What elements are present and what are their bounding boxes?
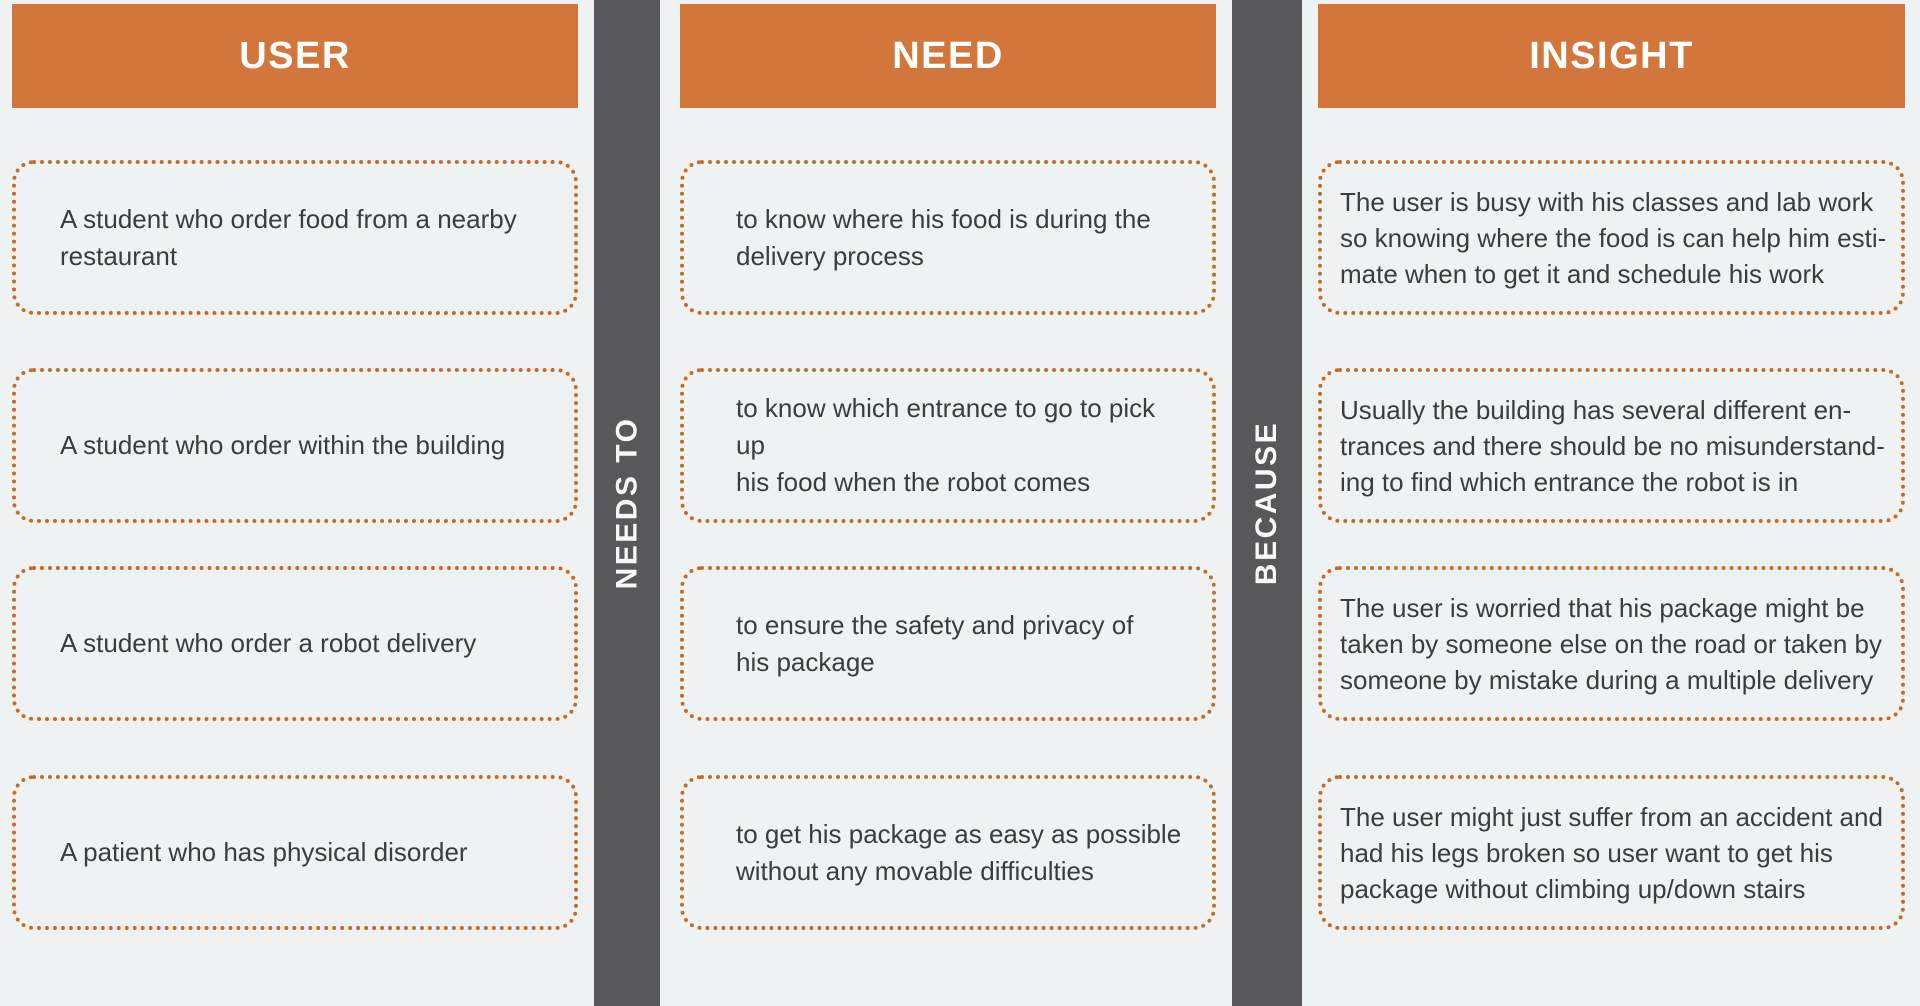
need-card-2: to know which entrance to go to pick up …	[680, 368, 1216, 523]
column-header-user: USER	[12, 4, 578, 108]
user-card-1-text: A student who order food from a nearby r…	[60, 203, 517, 271]
user-card-1: A student who order food from a nearby r…	[12, 160, 578, 315]
connector-because-label: BECAUSE	[1250, 420, 1284, 586]
need-card-4-text: to get his package as easy as possible w…	[736, 818, 1182, 886]
user-card-2-text: A student who order within the building	[60, 430, 506, 460]
column-header-insight: INSIGHT	[1318, 4, 1905, 108]
insight-card-4-text: The user might just suffer from an accid…	[1340, 801, 1883, 904]
user-card-2: A student who order within the building	[12, 368, 578, 523]
insight-card-2-text: Usually the building has several differe…	[1340, 394, 1885, 497]
column-header-need: NEED	[680, 4, 1216, 108]
need-card-3-text: to ensure the safety and privacy of his …	[736, 609, 1134, 677]
connector-needs-to: NEEDS TO	[594, 0, 660, 1006]
insight-card-2: Usually the building has several differe…	[1318, 368, 1905, 523]
insight-card-1: The user is busy with his classes and la…	[1318, 160, 1905, 315]
column-header-user-label: USER	[239, 34, 351, 77]
insight-card-4: The user might just suffer from an accid…	[1318, 775, 1905, 930]
user-card-3: A student who order a robot delivery	[12, 566, 578, 721]
insight-card-3: The user is worried that his package mig…	[1318, 566, 1905, 721]
column-need: NEED to know where his food is during th…	[680, 0, 1216, 1006]
need-card-2-text: to know which entrance to go to pick up …	[736, 393, 1156, 497]
user-card-4-text: A patient who has physical disorder	[60, 837, 468, 867]
need-card-4: to get his package as easy as possible w…	[680, 775, 1216, 930]
need-card-3: to ensure the safety and privacy of his …	[680, 566, 1216, 721]
column-header-insight-label: INSIGHT	[1529, 34, 1694, 77]
insight-card-3-text: The user is worried that his package mig…	[1340, 592, 1883, 695]
column-insight: INSIGHT The user is busy with his classe…	[1318, 0, 1905, 1006]
user-card-4: A patient who has physical disorder	[12, 775, 578, 930]
need-card-1-text: to know where his food is during the del…	[736, 203, 1151, 271]
column-user: USER A student who order food from a nea…	[12, 0, 578, 1006]
connector-needs-to-label: NEEDS TO	[610, 416, 643, 590]
user-card-3-text: A student who order a robot delivery	[60, 628, 477, 658]
column-header-need-label: NEED	[892, 34, 1004, 77]
need-card-1: to know where his food is during the del…	[680, 160, 1216, 315]
insight-card-1-text: The user is busy with his classes and la…	[1340, 186, 1887, 289]
connector-because: BECAUSE	[1232, 0, 1302, 1006]
